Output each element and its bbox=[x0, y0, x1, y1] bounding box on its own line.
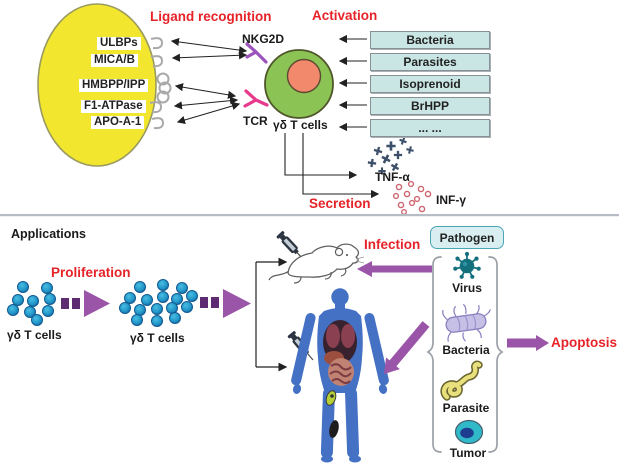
infection-arrow bbox=[357, 261, 432, 277]
brace-right bbox=[488, 256, 504, 453]
stimulus-box-bacteria: Bacteria bbox=[370, 31, 490, 49]
stimulus-box-isoprenoid: Isoprenoid bbox=[370, 75, 490, 93]
nkg2d-receptor-icon bbox=[245, 42, 268, 64]
infection-label: Infection bbox=[364, 237, 421, 252]
inf-rings-icon bbox=[392, 180, 432, 215]
pathogen-box: Pathogen bbox=[430, 226, 504, 249]
bacteria-label: Bacteria bbox=[442, 343, 490, 357]
virus-label: Virus bbox=[452, 281, 482, 295]
mouse-illustration bbox=[268, 243, 365, 284]
secretion-lines bbox=[284, 133, 380, 199]
stimulus-box-parasites: Parasites bbox=[370, 53, 490, 71]
brace-left bbox=[426, 256, 442, 453]
tnf-alpha-label: TNF-α bbox=[375, 170, 410, 184]
proliferation-label: Proliferation bbox=[51, 265, 131, 280]
human-body-illustration bbox=[291, 288, 389, 463]
bacteria-icon bbox=[442, 303, 491, 342]
applications-label: Applications bbox=[11, 227, 87, 241]
t-cells-expanded-label: γδ T cells bbox=[130, 331, 185, 345]
t-cell-cluster-expanded bbox=[119, 279, 198, 327]
tcr-label: TCR bbox=[243, 114, 268, 128]
section-divider bbox=[0, 214, 619, 217]
virus-icon bbox=[453, 251, 481, 279]
ligand-receptor-loops-icon bbox=[149, 37, 172, 130]
t-cell-label: γδ T cells bbox=[273, 118, 328, 132]
injection-bracket bbox=[255, 257, 288, 372]
recognition-arrows bbox=[170, 37, 248, 124]
nkg2d-label: NKG2D bbox=[242, 32, 285, 46]
activation-label: Activation bbox=[312, 8, 378, 23]
t-cell-cluster-small bbox=[7, 281, 56, 326]
apoptosis-arrow bbox=[507, 335, 549, 351]
inf-gamma-label: INF-γ bbox=[436, 193, 466, 207]
ligand-chip-f1-atpase: F1-ATPase bbox=[81, 100, 146, 113]
proliferation-arrow bbox=[61, 290, 110, 317]
t-cells-small-label: γδ T cells bbox=[7, 328, 62, 342]
parasite-label: Parasite bbox=[442, 401, 490, 415]
tumor-label: Tumor bbox=[449, 446, 487, 460]
ligand-chip-hmbpp-ipp: HMBPP/IPP bbox=[79, 79, 149, 92]
tumor-icon bbox=[454, 419, 484, 445]
activation-arrows bbox=[338, 34, 367, 132]
ligand-chip-mica-b: MICA/B bbox=[91, 54, 138, 67]
transfer-arrow bbox=[200, 289, 251, 318]
secretion-label: Secretion bbox=[309, 196, 371, 211]
pathogen-to-human-arrow bbox=[384, 321, 430, 374]
parasite-icon bbox=[440, 360, 483, 401]
stimulus-box-more: ... ... bbox=[370, 119, 490, 137]
tcr-receptor-icon bbox=[243, 89, 269, 108]
ligand-chip-apo-a-1: APO-A-1 bbox=[91, 116, 145, 129]
ligand-chip-ulbps: ULBPs bbox=[97, 37, 141, 50]
t-cell-nucleus bbox=[286, 58, 322, 94]
stimulus-box-brhpp: BrHPP bbox=[370, 97, 490, 115]
ligand-recognition-label: Ligand recognition bbox=[150, 9, 272, 24]
apoptosis-label: Apoptosis bbox=[551, 335, 617, 350]
